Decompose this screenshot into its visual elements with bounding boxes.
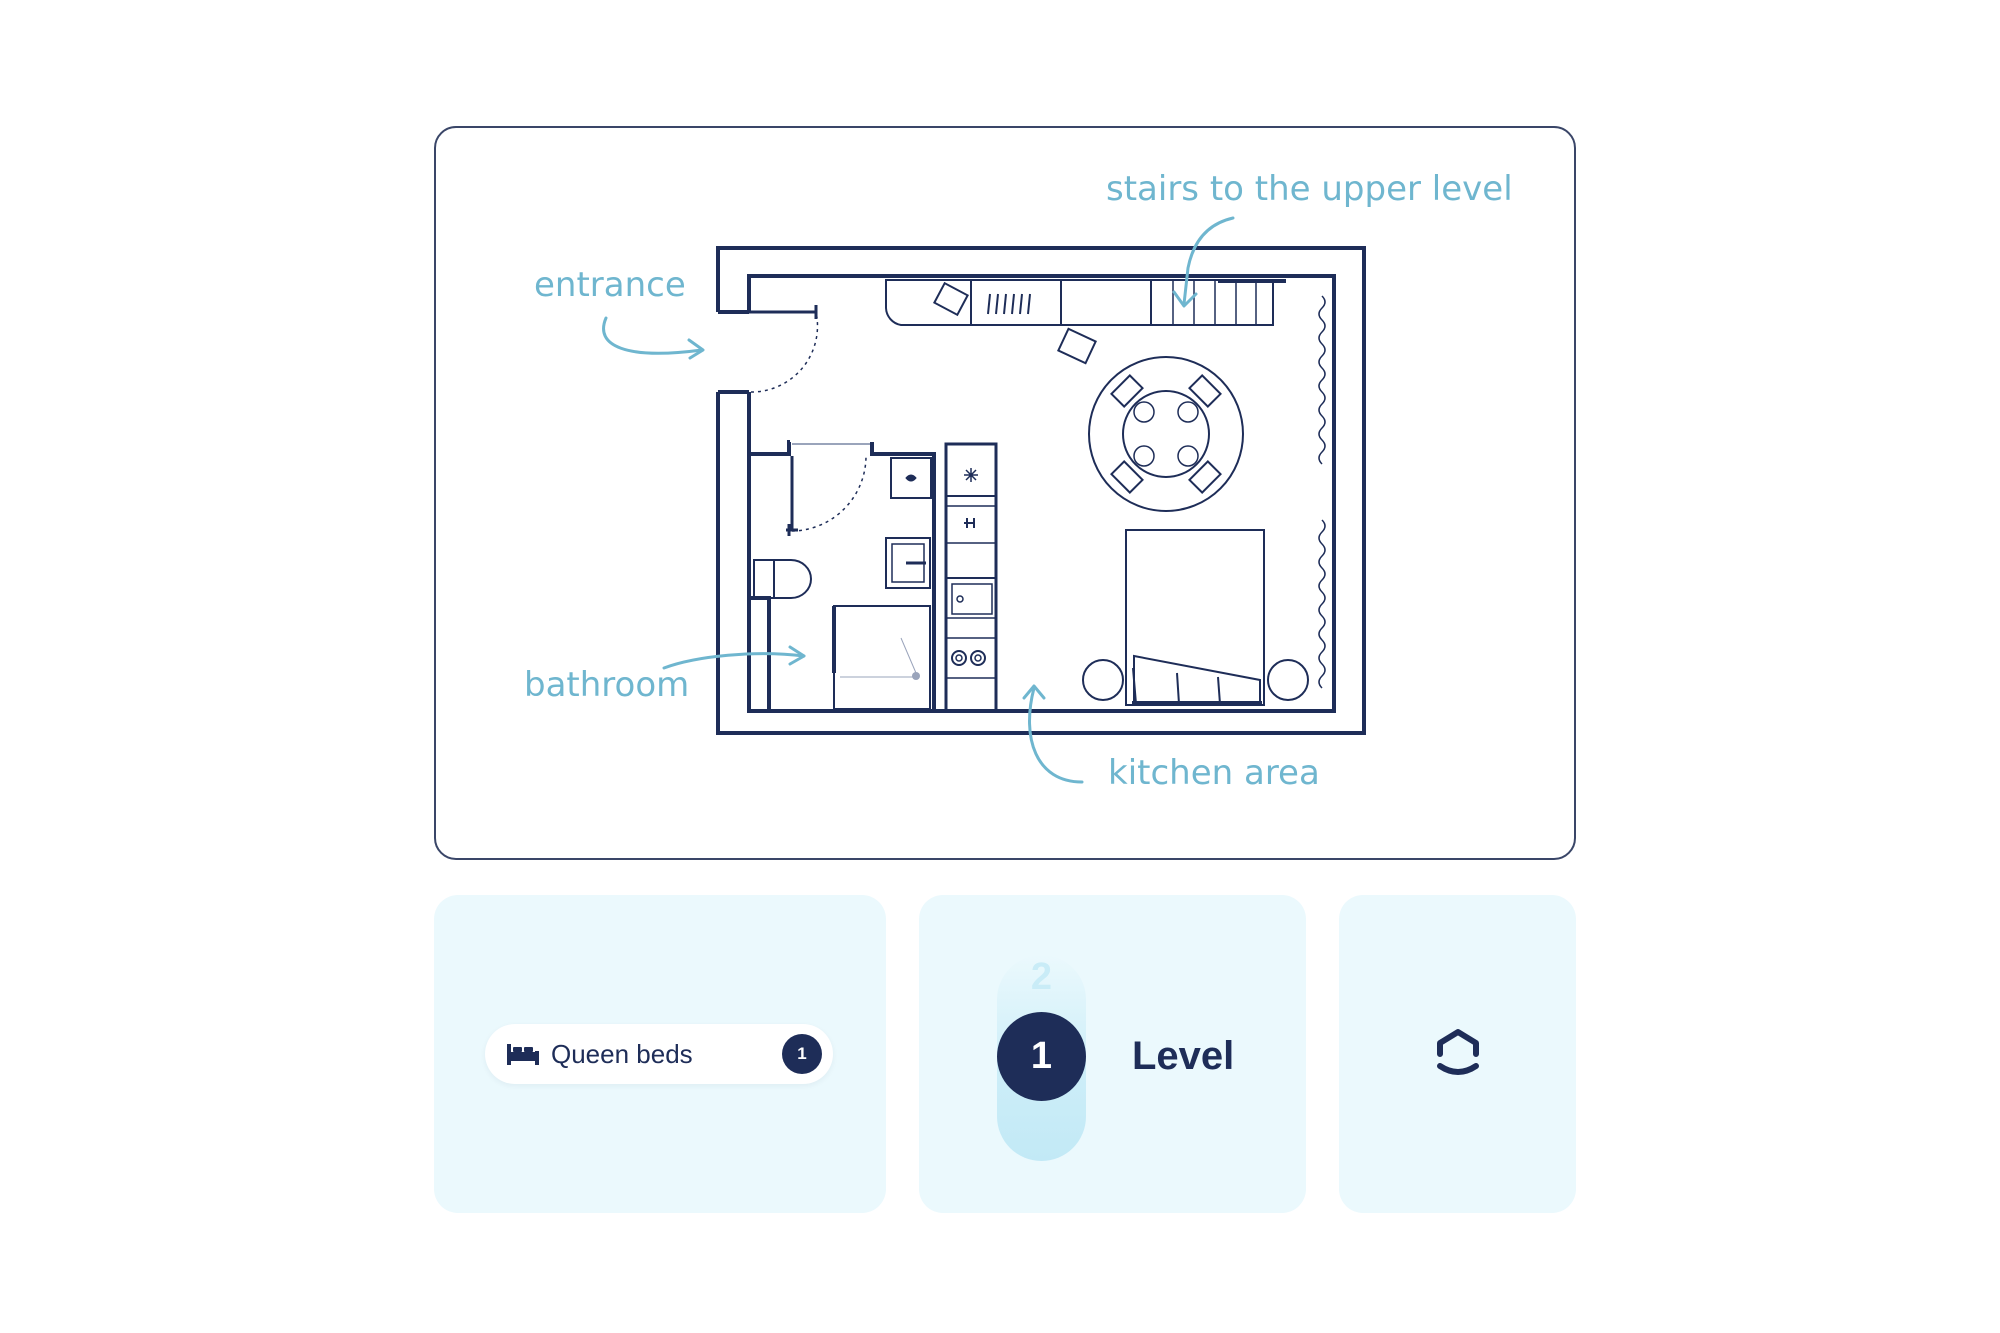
annotation-stairs: stairs to the upper level [1106, 169, 1513, 209]
level-current-indicator[interactable]: 1 [997, 1012, 1086, 1101]
beds-label: Queen beds [551, 1039, 693, 1069]
floor-plan-card: stairs to the upper level entrance bathr… [434, 126, 1576, 860]
annotation-kitchen: kitchen area [1108, 753, 1320, 793]
queen-beds-chip: Queen beds 1 [485, 1024, 833, 1084]
bed-icon [507, 1044, 539, 1065]
floor-plan: stairs to the upper level entrance bathr… [524, 169, 1513, 793]
annotation-bathroom: bathroom [524, 665, 689, 705]
annotation-entrance: entrance [534, 265, 686, 305]
home-logo-icon [1437, 1029, 1479, 1075]
logo-tile [1339, 895, 1576, 1213]
beds-tile: Queen beds 1 [434, 895, 886, 1213]
beds-count-badge: 1 [782, 1034, 822, 1074]
level-tile: 2 1 Level [919, 895, 1306, 1213]
level-option-upper[interactable]: 2 [1030, 956, 1053, 998]
level-label: Level [1132, 1034, 1235, 1078]
